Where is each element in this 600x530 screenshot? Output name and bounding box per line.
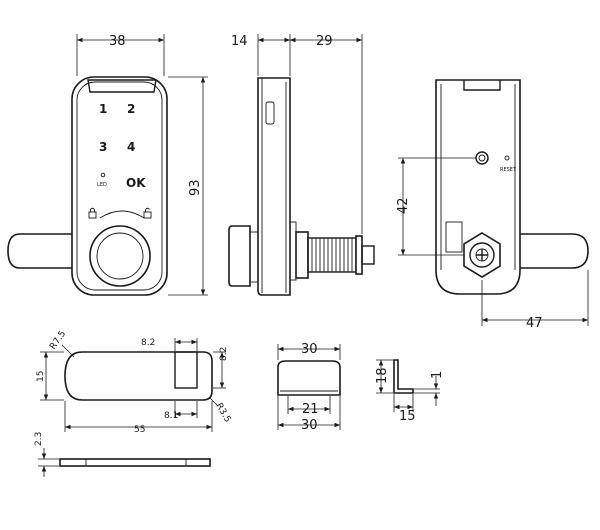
led-indicator [100, 172, 106, 178]
reset-button-icon [504, 155, 510, 161]
l-bracket [393, 359, 414, 394]
lock-open-icon [143, 207, 152, 219]
cam-plate-view: 8.2 8.2 8.1 R3.5 R7.5 15 55 [36, 329, 232, 435]
key-2: 2 [127, 102, 135, 116]
front-top-cap [87, 79, 157, 93]
back-screw-cross [476, 249, 488, 261]
side-washer [355, 235, 363, 275]
front-lock-bezel [76, 81, 163, 291]
dim-bracket-width: 15 [399, 409, 416, 424]
key-4: 4 [127, 140, 135, 154]
back-view: RESET 42 47 [396, 79, 589, 331]
dim-cover-bottom: 30 [301, 418, 318, 433]
dim-slot-width: 8.2 [141, 338, 155, 348]
dim-side-a: 14 [231, 34, 248, 49]
dim-slot-offset: 8.1 [164, 411, 178, 421]
cam-slot [174, 351, 198, 389]
back-lock-body [435, 79, 521, 295]
side-usb-port [265, 101, 275, 125]
dim-cover-top: 30 [301, 342, 318, 357]
bracket-cover [277, 360, 341, 396]
cam-plate [64, 351, 213, 401]
led-label: LED [97, 182, 107, 188]
side-bracket [289, 221, 297, 281]
cam-plate-edge [59, 458, 211, 467]
dim-bracket-thickness: 1 [430, 371, 445, 379]
dim-slot-height: 8.2 [219, 347, 229, 361]
dim-cover-inner: 21 [302, 402, 319, 417]
front-knob-inner [96, 232, 144, 280]
dim-front-width: 38 [109, 34, 126, 49]
key-1: 1 [99, 102, 107, 116]
dim-plate-length: 55 [134, 425, 145, 435]
bracket-cover-view: 30 21 30 [277, 342, 341, 433]
key-ok: OK [126, 176, 146, 190]
front-handle [7, 233, 80, 269]
side-knob [228, 225, 251, 287]
cam-thickness-view: 2.3 [34, 432, 211, 477]
back-cylinder [469, 242, 495, 268]
reset-label: RESET [500, 167, 517, 173]
side-view: 14 29 [228, 34, 375, 296]
back-top-notch [463, 80, 501, 91]
dim-radius-corner: R3.5 [213, 402, 232, 425]
front-view: 1 2 3 4 LED OK 38 93 [7, 34, 208, 296]
lock-closed-icon [88, 207, 97, 219]
side-body [257, 77, 291, 296]
side-cam-stub [361, 245, 375, 265]
front-knob-outer [89, 225, 151, 287]
key-3: 3 [99, 140, 107, 154]
dim-cam-thickness: 2.3 [34, 432, 44, 446]
dim-side-b: 29 [316, 34, 333, 49]
dim-front-height: 93 [188, 179, 203, 196]
back-bracket [445, 221, 463, 253]
dim-bracket-height: 18 [375, 367, 390, 384]
side-nut [295, 231, 309, 279]
dim-back-height: 42 [396, 197, 411, 214]
l-bracket-view: 18 15 1 [375, 359, 445, 424]
dim-plate-height: 15 [36, 371, 46, 382]
side-knob-neck [249, 231, 259, 283]
dim-back-width: 47 [526, 316, 543, 331]
front-arc [99, 210, 145, 219]
thread-lines [311, 238, 353, 272]
